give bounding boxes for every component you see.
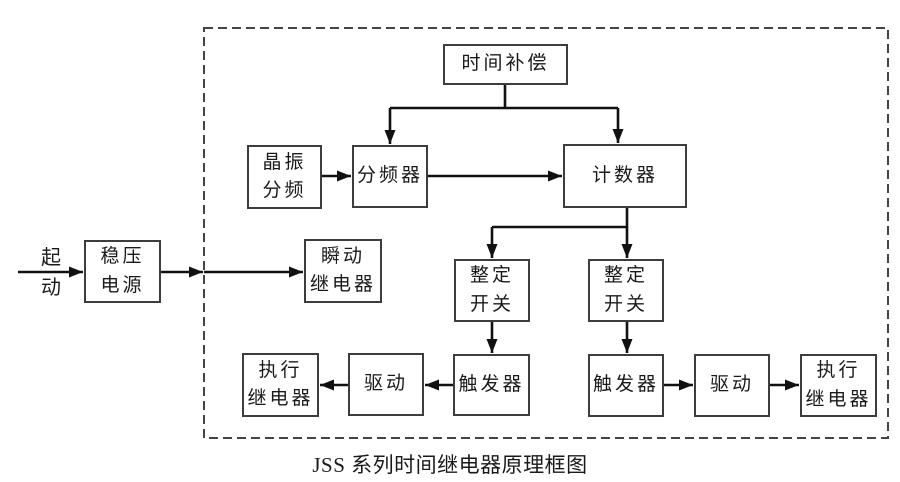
start-label: 起 动 bbox=[41, 247, 61, 299]
node-trigger-left: 触发器 bbox=[453, 354, 530, 416]
diagram-boundary bbox=[203, 27, 889, 439]
node-trigger-right: 触发器 bbox=[588, 354, 664, 417]
node-exec-relay-right: 执行 继电器 bbox=[800, 354, 877, 417]
node-exec-relay-left: 执行 继电器 bbox=[242, 353, 319, 417]
node-drive-left: 驱动 bbox=[348, 353, 424, 416]
node-regulated-power: 稳压 电源 bbox=[84, 240, 161, 303]
node-frequency-divider: 分频器 bbox=[352, 145, 428, 208]
connector-counter-bus bbox=[492, 208, 629, 229]
node-counter: 计数器 bbox=[563, 144, 687, 208]
node-crystal-divider: 晶振 分频 bbox=[247, 145, 322, 209]
node-setting-switch-right: 整定 开关 bbox=[588, 259, 664, 322]
node-time-compensation: 时间补偿 bbox=[443, 44, 568, 85]
diagram-caption: JSS 系列时间继电器原理框图 bbox=[312, 453, 588, 477]
node-instant-relay: 瞬动 继电器 bbox=[304, 239, 382, 303]
node-setting-switch-left: 整定 开关 bbox=[454, 259, 530, 322]
node-drive-right: 驱动 bbox=[694, 354, 770, 417]
